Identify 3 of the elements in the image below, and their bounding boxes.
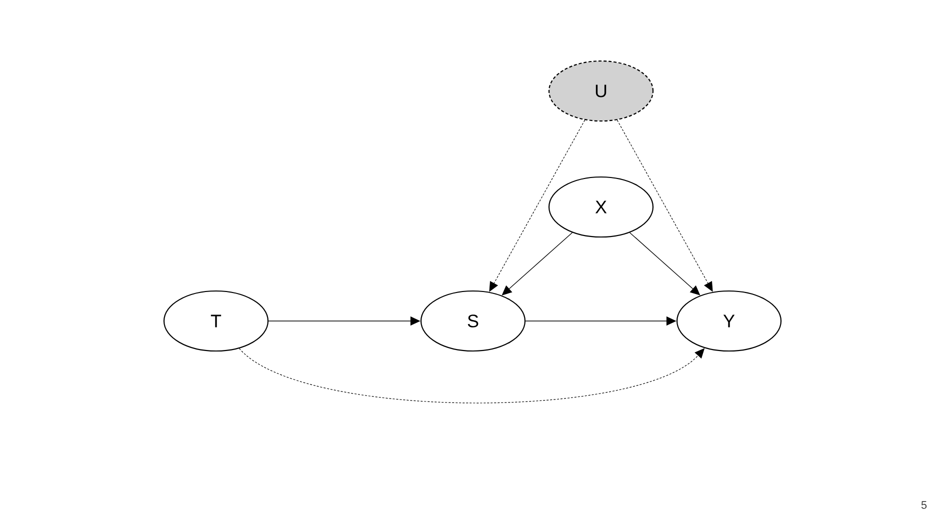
- arrow: [616, 120, 713, 292]
- page-number: 5: [921, 501, 927, 509]
- arrow: [489, 120, 586, 292]
